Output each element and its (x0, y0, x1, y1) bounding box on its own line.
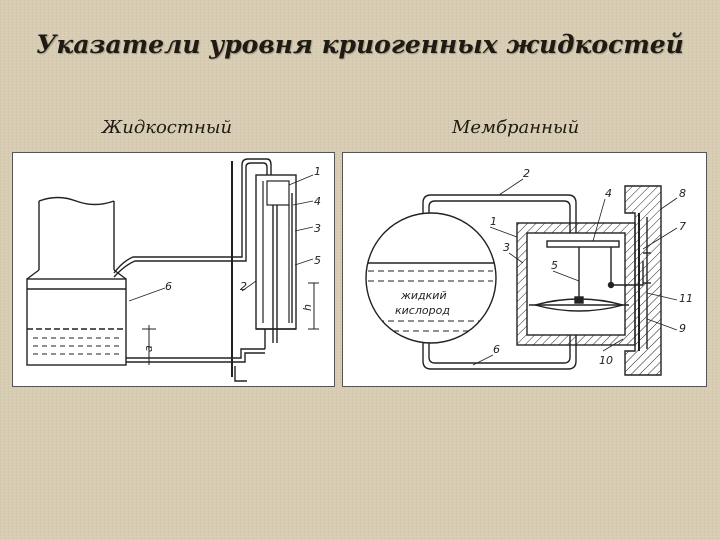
slide-title: Указатели уровня криогенных жидкостей (36, 30, 684, 59)
vessel-neck (38, 201, 115, 270)
manometer-housing (255, 174, 297, 330)
dim-h: h (301, 304, 314, 311)
label-9: 9 (679, 322, 686, 335)
liquid-level-indicator-diagram: 1 2 3 4 5 6 a h (12, 152, 335, 387)
oxygen-tank (365, 212, 497, 344)
liquid-label-line2: кислород (395, 304, 450, 317)
rod-bar (546, 240, 620, 248)
liquid-tube (126, 348, 265, 359)
label-3: 3 (314, 222, 321, 235)
liquid-label-line1: жидкий (400, 289, 447, 302)
liquid-indicator-caption: Жидкостный (102, 117, 233, 138)
label-2: 2 (240, 280, 247, 293)
label-8: 8 (679, 187, 686, 200)
membrane-level-indicator-diagram: 1 2 3 4 5 6 7 8 9 10 11 жидкий кислород (342, 152, 707, 387)
label-6: 6 (493, 343, 500, 356)
vessel-neck-break (38, 196, 115, 206)
label-5: 5 (551, 259, 558, 272)
label-1: 1 (490, 215, 497, 228)
label-4: 4 (605, 187, 612, 200)
label-1: 1 (314, 165, 321, 178)
vessel-body (26, 278, 127, 366)
label-7: 7 (679, 220, 686, 233)
gauge-head (266, 180, 290, 206)
label-11: 11 (679, 292, 693, 305)
gas-tube (113, 251, 243, 274)
label-6: 6 (165, 280, 172, 293)
label-2: 2 (523, 167, 530, 180)
membrane-indicator-drawing: 1 2 3 4 5 6 7 8 9 10 11 жидкий кислород (365, 167, 693, 376)
label-10: 10 (599, 354, 613, 367)
dim-a: a (142, 345, 155, 352)
label-3: 3 (503, 241, 510, 254)
membrane-indicator-caption: Мембранный (452, 117, 580, 138)
label-4: 4 (314, 195, 321, 208)
lower-tube (422, 313, 577, 370)
liquid-indicator-drawing: 1 2 3 4 5 6 a h (26, 158, 321, 382)
label-5: 5 (314, 254, 321, 267)
